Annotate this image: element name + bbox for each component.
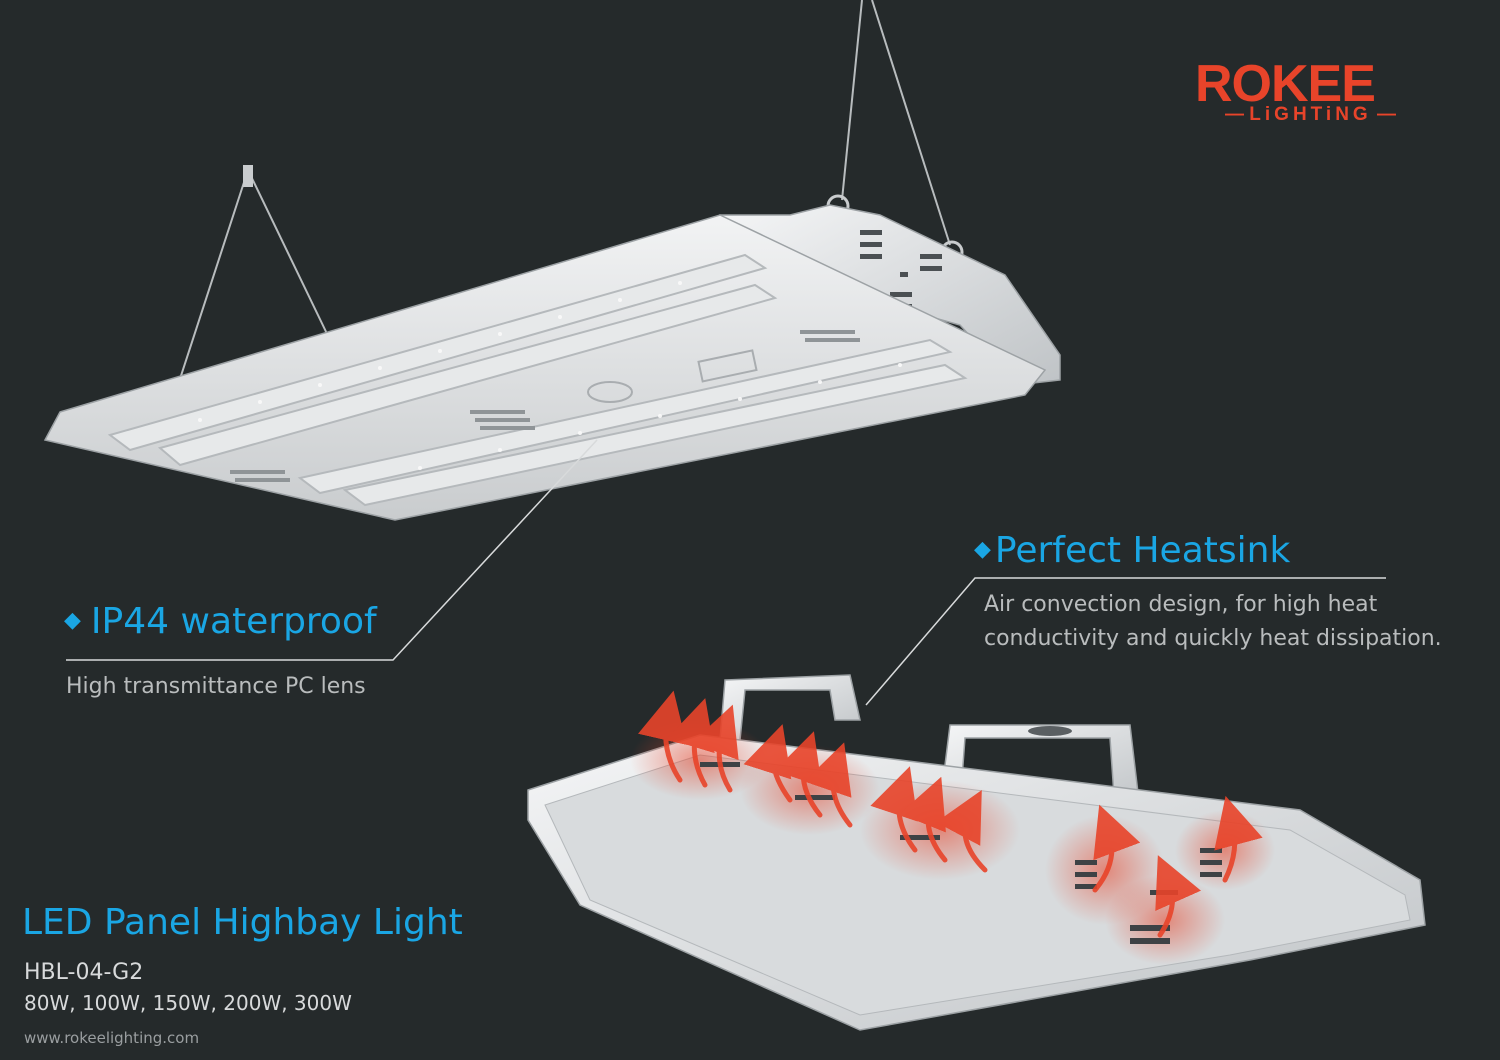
brand-logo-wordmark: ROKEE: [1195, 55, 1376, 113]
diamond-bullet-icon: ◆: [974, 537, 991, 562]
feature-heatsink-title: ◆Perfect Heatsink: [974, 530, 1291, 571]
product-model: HBL-04-G2: [24, 960, 144, 985]
feature-heatsink-description: Air convection design, for high heat con…: [984, 592, 1442, 651]
heatsink-back-view-image: [527, 674, 1426, 1031]
feature-ip44-title: ◆IP44 waterproof: [64, 601, 377, 642]
diamond-bullet-icon: ◆: [64, 608, 81, 633]
website-url: www.rokeelighting.com: [24, 1029, 200, 1047]
brand-logo-tagline: — LiGHTiNG —: [1225, 104, 1396, 125]
callout-line-heatsink: [865, 577, 1386, 706]
callout-line-ip44: [66, 439, 598, 661]
product-wattages: 80W, 100W, 150W, 200W, 300W: [24, 991, 352, 1015]
feature-ip44-description: High transmittance PC lens: [66, 674, 366, 699]
hanging-highbay-light-image: [43, 0, 1061, 521]
product-name: LED Panel Highbay Light: [22, 902, 463, 943]
